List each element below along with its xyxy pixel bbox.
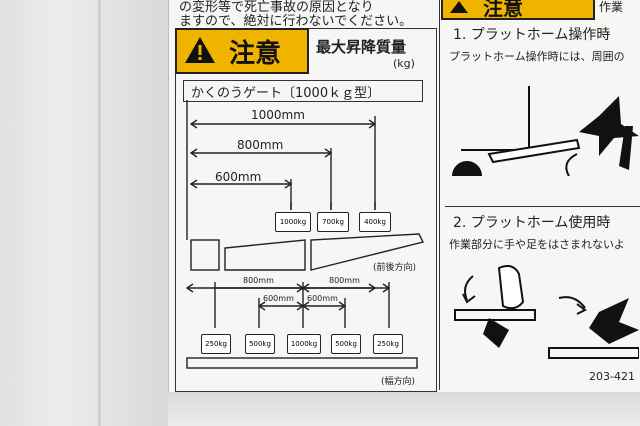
vehicle-frame [0,0,168,426]
load-diagram [185,100,425,369]
right-header-side: 作業 [599,0,624,14]
span-label: 600mm [307,294,338,303]
dim-800: 800mm [237,138,284,152]
pinch-hazard-illustration [454,265,639,359]
weight-plate-w: 1000kg [287,334,321,354]
caution-banner: 注意 [175,28,309,74]
span-label: 800mm [329,276,360,285]
warning-triangle-icon [185,37,215,63]
section-divider [445,206,640,207]
direction-front-back: (前後方向) [373,263,417,273]
section2-title: 2. プラットホーム使用時 [453,215,611,231]
weight-plate-w: 250kg [201,334,231,354]
notice-line-1: の変形等で死亡事故の原因となり [179,0,374,15]
frame-seam [98,0,101,426]
weight-plate-fb: 1000kg [275,212,311,232]
warning-sticker: の変形等で死亡事故の原因となり ますので、絶対に行わないでください。 注意 最大… [168,0,640,392]
platform-operation-illustration [452,86,639,176]
gate-model-box [183,80,423,102]
warning-triangle-icon [450,1,468,13]
gate-model: かくのうゲート〔1000ｋｇ型〕 [191,86,381,101]
dim-1000: 1000mm [251,108,305,122]
weight-plate-w: 500kg [331,334,361,354]
weight-plate-fb: 400kg [359,212,391,232]
section2-text: 作業部分に手や足をはさまれないよ [449,238,625,251]
capacity-title: 最大昇降質量 [316,38,407,56]
right-caution-label: 注意 [483,0,523,20]
span-label: 800mm [243,276,274,285]
weight-plate-w: 250kg [373,334,403,354]
span-label: 600mm [263,294,294,303]
capacity-unit: (kg) [393,57,415,70]
part-number: 203-421 [589,370,635,383]
frame-bottom-edge [168,392,640,426]
right-panel [439,0,640,390]
notice-line-2: ますので、絶対に行わないでください。 [179,14,413,29]
section1-text: プラットホーム操作時には、周囲の [449,50,625,63]
weight-plate-w: 500kg [245,334,275,354]
right-caution-banner: 注意 [441,0,595,20]
caution-label: 注意 [229,39,282,69]
section1-title: 1. プラットホーム操作時 [453,27,611,43]
dim-600: 600mm [215,170,262,184]
direction-width: (幅方向) [381,377,416,387]
weight-plate-fb: 700kg [317,212,349,232]
